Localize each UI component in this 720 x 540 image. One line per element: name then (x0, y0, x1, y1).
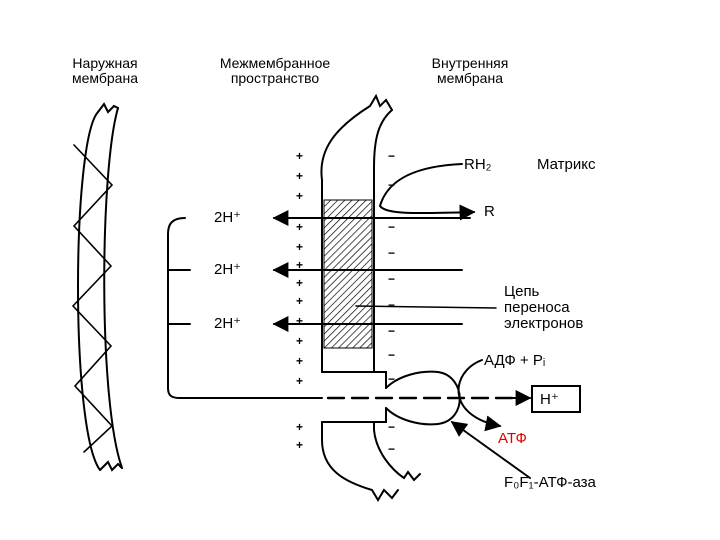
minus-sign: − (388, 149, 396, 163)
atpase-leader-arrow (450, 421, 531, 479)
proton-label-1: 2H⁺ (214, 209, 242, 226)
rh2-to-r-arrow (378, 163, 476, 221)
adp-label: АДФ + Pᵢ (484, 352, 546, 369)
inner-membrane (320, 93, 421, 502)
header-intermembrane-space: Межмембранное пространство (180, 56, 370, 86)
minus-sign: − (388, 298, 396, 312)
header-outer-membrane: Наружная мембрана (40, 56, 170, 86)
header-outer-membrane-line1: Наружная (72, 55, 138, 71)
plus-sign: + (296, 374, 304, 388)
matrix-label: Матрикс (537, 156, 596, 173)
plus-sign: + (296, 258, 304, 272)
h-box (531, 385, 581, 413)
atpase-label: F₀F₁-АТФ-аза (504, 474, 596, 491)
plus-sign: + (296, 438, 304, 452)
minus-sign: − (388, 220, 396, 234)
proton-label-2: 2H⁺ (214, 261, 242, 278)
header-outer-membrane-line2: мембрана (72, 70, 138, 86)
minus-sign: − (388, 246, 396, 260)
proton-label-3: 2H⁺ (214, 315, 242, 332)
etc-label: Цепь переноса электронов (504, 284, 583, 332)
plus-sign: + (296, 420, 304, 434)
outer-membrane (71, 102, 123, 472)
plus-sign: + (296, 240, 304, 254)
plus-sign: + (296, 189, 304, 203)
plus-sign: + (296, 334, 304, 348)
plus-sign: + (296, 276, 304, 290)
minus-sign: − (388, 178, 396, 192)
plus-sign: + (296, 169, 304, 183)
header-inner-membrane-line2: мембрана (437, 70, 503, 86)
etc-label-line3: электронов (504, 315, 584, 332)
rh2-label: RH₂ (464, 156, 492, 173)
h-box-label: H⁺ (540, 391, 559, 408)
adp-to-atp-arrow (457, 359, 502, 432)
electron-transport-chain (323, 199, 373, 349)
etc-label-line2: переноса (504, 299, 570, 316)
minus-sign: − (388, 420, 396, 434)
atp-label: АТФ (498, 430, 527, 447)
etc-label-line1: Цепь (504, 283, 540, 300)
plus-sign: + (296, 149, 304, 163)
header-intermembrane-line2: пространство (230, 70, 320, 86)
plus-sign: + (296, 314, 304, 328)
minus-sign: − (388, 324, 396, 338)
minus-sign: − (388, 442, 396, 456)
proton-loop (167, 217, 514, 400)
minus-sign: − (388, 372, 396, 386)
minus-sign: − (388, 272, 396, 286)
r-label: R (484, 203, 495, 220)
plus-sign: + (296, 294, 304, 308)
minus-sign: − (388, 348, 396, 362)
plus-sign: + (296, 354, 304, 368)
header-inner-membrane: Внутренняя мембрана (400, 56, 540, 86)
plus-sign: + (296, 220, 304, 234)
header-inner-membrane-line1: Внутренняя (431, 55, 509, 71)
etc-leader-line (355, 305, 497, 309)
header-intermembrane-line1: Межмембранное (219, 55, 331, 71)
